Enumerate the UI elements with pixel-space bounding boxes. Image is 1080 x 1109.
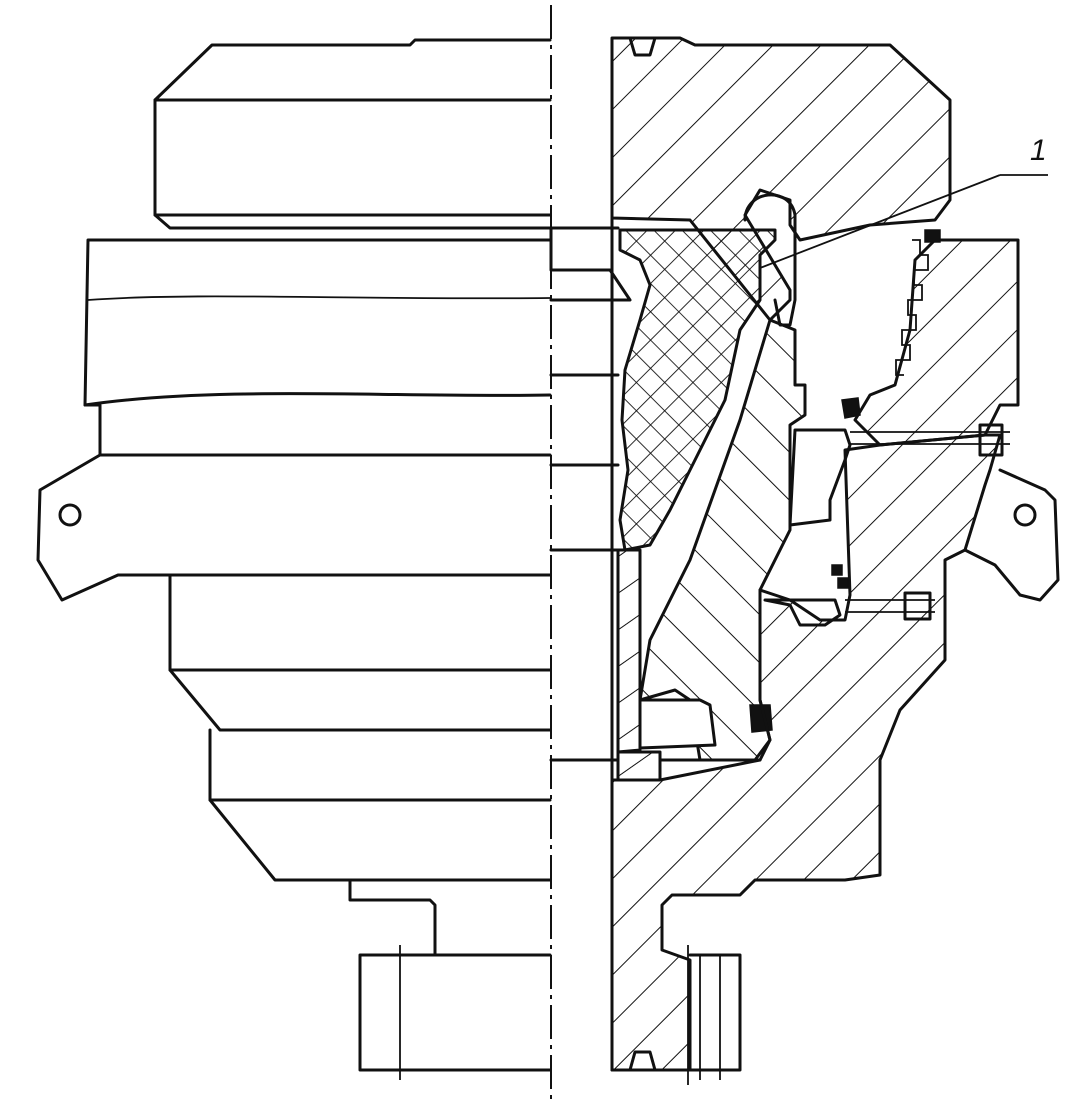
thread-profile [895,239,929,376]
callout-part-1: 1 [759,134,1048,269]
wedge-slip-section [638,698,717,750]
o-ring-thread [924,229,941,243]
leader-line [759,174,1001,269]
callout-label-1: 1 [1030,134,1047,167]
hydraulic-chamber-lower [763,598,842,627]
threaded-outer-shell [853,238,1020,447]
section-view-right-half [549,36,1060,1085]
shear-pin-upper [850,423,1010,457]
hydraulic-chamber-upper [788,428,852,527]
liner-foot [616,750,662,782]
rubber-sealing-element [618,228,777,552]
shear-pin-lower [845,591,935,621]
o-ring-mid-2 [837,577,849,589]
external-view-left-half [36,38,552,1080]
o-ring-upper-housing [841,397,861,419]
bottom-collar-right [688,953,742,1072]
inner-liner-sleeve [616,548,642,754]
lower-main-housing-section [610,433,1002,1072]
o-ring-mid-1 [831,564,843,576]
right-lug [963,468,1060,602]
